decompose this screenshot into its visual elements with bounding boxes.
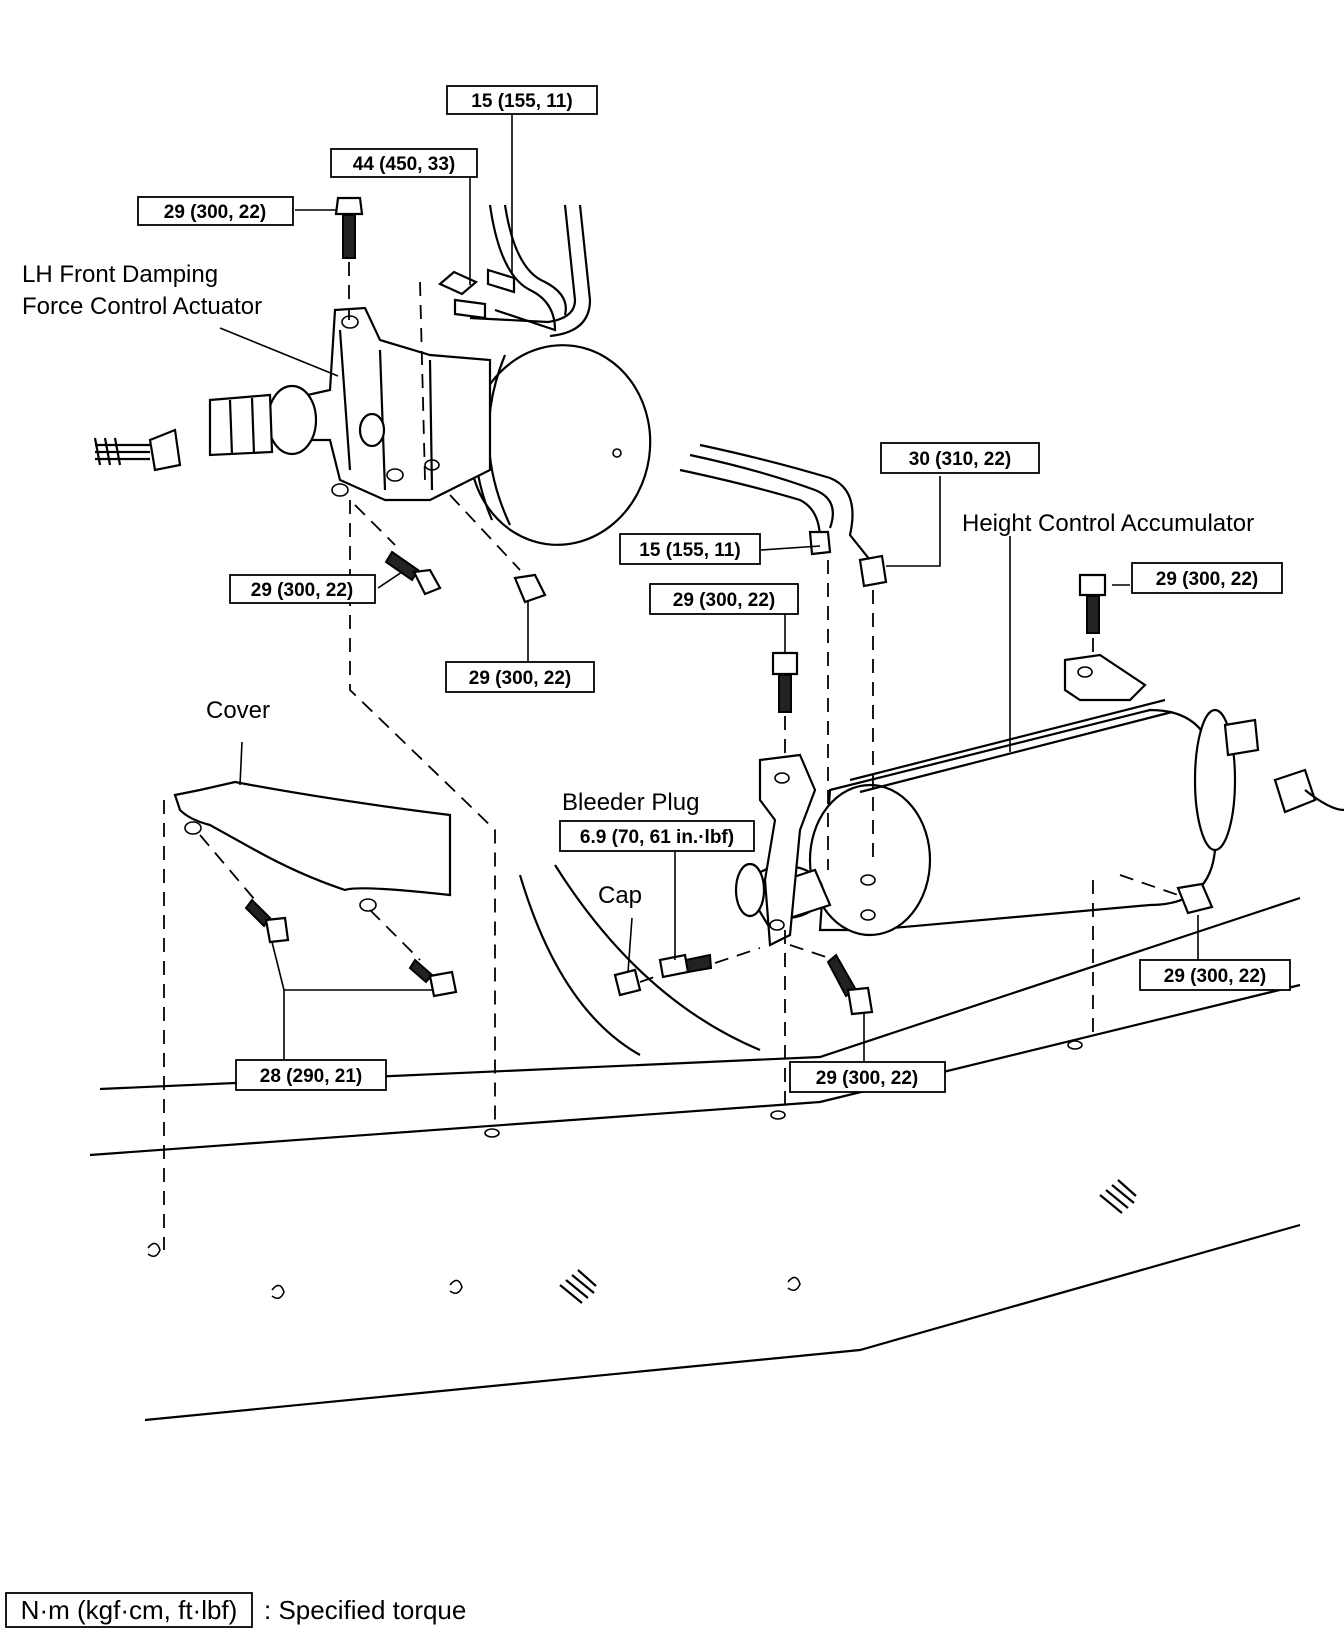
body-floor-panel [89,864,1301,1422]
actuator-label-line2: Force Control Actuator [22,293,262,320]
torque-spec-bleeder-plug: 6.9 (70, 61 in.·lbf) [580,827,734,848]
fasteners [244,196,1214,1016]
torque-spec-actuator-nut: 29 (300, 22) [469,668,571,689]
torque-spec-actuator-union: 44 (450, 33) [353,154,455,175]
part-labels: LH Front Damping Force Control Actuator … [22,261,1254,909]
actuator-label-line1: LH Front Damping [22,261,218,288]
torque-spec-actuator-top-bolt: 29 (300, 22) [164,202,266,223]
torque-spec-boxes: 15 (155, 11) 44 (450, 33) 29 (300, 22) 2… [137,85,1291,1093]
damping-force-control-actuator [93,306,652,546]
leader-lines [219,106,1199,1062]
height-control-accumulator [679,443,1344,947]
torque-spec-cover-bolts: 28 (290, 21) [260,1066,362,1087]
legend-unit-box: N·m (kgf·cm, ft·lbf) [21,1595,238,1625]
accumulator-label: Height Control Accumulator [962,510,1254,537]
torque-spec-accumulator-bracket-bolt: 29 (300, 22) [673,590,775,611]
torque-legend: N·m (kgf·cm, ft·lbf) : Specified torque [5,1592,466,1628]
torque-spec-accumulator-nut: 29 (300, 22) [1164,966,1266,987]
legend-description: : Specified torque [264,1595,466,1625]
torque-spec-accumulator-line: 15 (155, 11) [639,540,740,561]
cap-label: Cap [598,882,642,909]
cover-part [173,780,452,912]
torque-spec-actuator-top-line: 15 (155, 11) [471,91,572,112]
torque-spec-accumulator-union: 30 (310, 22) [909,449,1011,470]
bleeder-plug-label: Bleeder Plug [562,789,699,816]
actuator-hydraulic-pipes [437,204,592,338]
torque-spec-accumulator-right-bolt: 29 (300, 22) [1156,569,1258,590]
cover-label: Cover [206,697,270,724]
torque-spec-accumulator-bottom-bolt: 29 (300, 22) [816,1068,918,1089]
torque-spec-actuator-bottom-bolt: 29 (300, 22) [251,580,353,601]
